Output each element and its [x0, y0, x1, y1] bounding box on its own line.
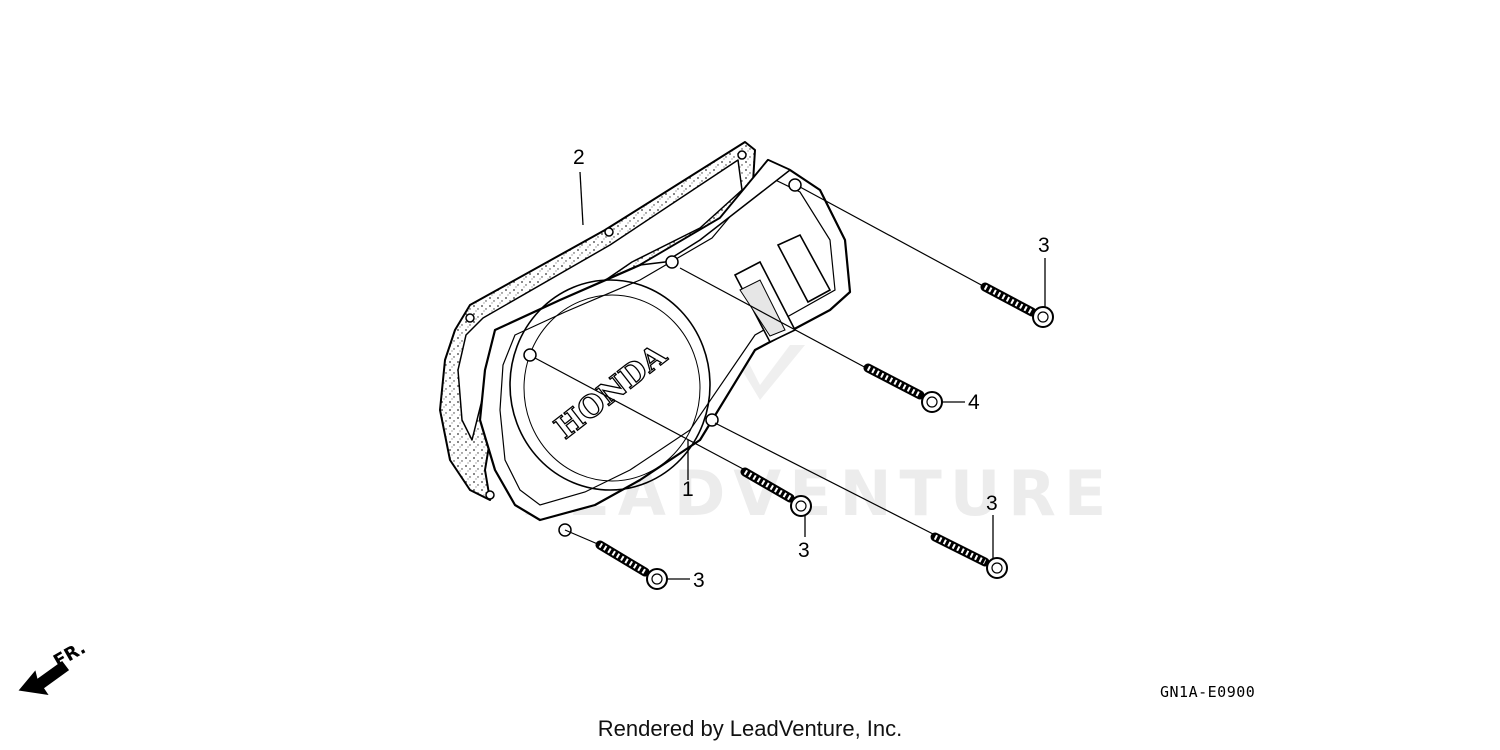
left-crankcase-cover: HONDA — [478, 158, 852, 537]
callout-3-upper: 3 — [1038, 234, 1050, 257]
bolt-3-right — [930, 532, 1008, 579]
callout-3-middle: 3 — [798, 539, 810, 562]
bolt-3-upper — [980, 282, 1054, 328]
bolt-3-middle — [740, 467, 812, 517]
callout-2: 2 — [573, 146, 585, 169]
footer-credit: Rendered by LeadVenture, Inc. — [597, 716, 903, 741]
leader-lines — [534, 186, 986, 536]
callout-3-right: 3 — [986, 492, 998, 515]
front-direction-arrow-icon: FR. — [18, 637, 89, 695]
callout-3-lower-left: 3 — [693, 569, 705, 592]
diagram-code: GN1A-E0900 — [1160, 683, 1256, 701]
callout-1: 1 — [682, 478, 694, 501]
bolt-3-lower-left — [564, 529, 668, 590]
bolt-4 — [863, 363, 943, 413]
callout-4: 4 — [968, 391, 980, 414]
callout-leaders — [579, 171, 1046, 580]
